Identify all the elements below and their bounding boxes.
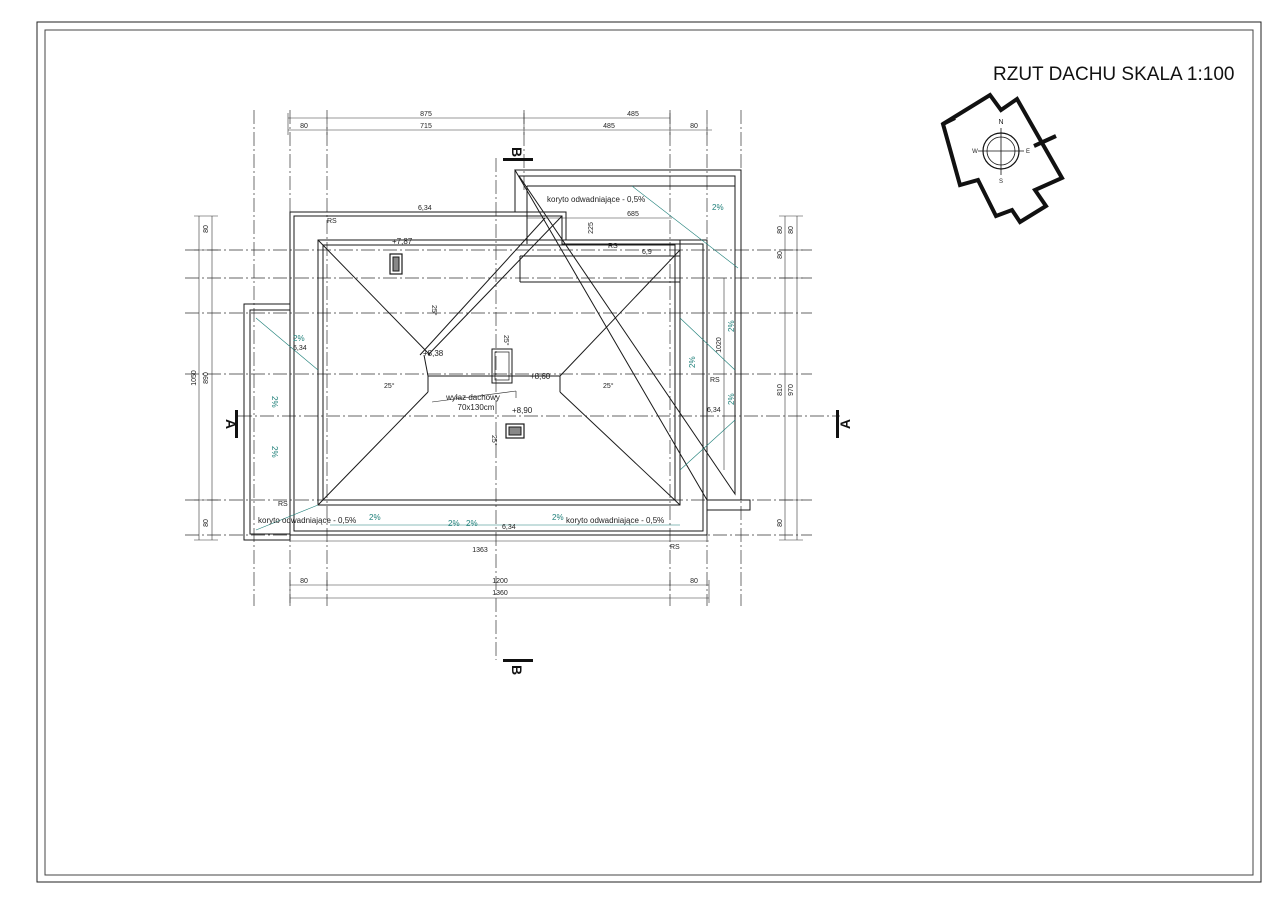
building-outline — [940, 92, 1065, 225]
slope-label-9: 2% — [727, 320, 736, 332]
dim-80-right-c: 80 — [777, 251, 784, 259]
level-634-bottom: 6,34 — [502, 524, 516, 531]
dim-890: 890 — [203, 372, 210, 384]
compass-s: S — [999, 179, 1003, 185]
rs-label-2: RS — [608, 243, 618, 250]
slope-label-2: 2% — [293, 334, 305, 343]
dim-80-left-bottom: 80 — [203, 519, 210, 527]
dim-810: 810 — [777, 384, 784, 396]
dimension-lines-left — [194, 215, 218, 541]
section-b-bottom-label: B — [509, 665, 525, 675]
outer-frame — [36, 21, 1262, 883]
hatch-size-label: 70x130cm — [458, 403, 495, 412]
section-a-left-label: A — [223, 419, 239, 429]
chimney-b — [505, 423, 525, 439]
section-marker-a-right: A — [836, 410, 853, 438]
koryto-label-bottom-left: koryto odwadniające - 0,5% — [258, 516, 356, 525]
dim-80-bottom-left: 80 — [300, 578, 308, 585]
roof-outlines — [243, 169, 751, 541]
slope-label-6: 2% — [448, 519, 460, 528]
dim-485: 485 — [603, 123, 615, 130]
outline-spur-left — [942, 116, 956, 126]
section-a-right-label: A — [837, 419, 853, 429]
compass-w: W — [972, 149, 978, 155]
dimension-lines-bottom — [289, 540, 710, 603]
pitch-right: 25° — [603, 382, 614, 390]
dim-80-left-top: 80 — [203, 225, 210, 233]
pitch-bottom: 25° — [490, 435, 498, 446]
level-634-right: 6,34 — [707, 407, 721, 414]
pitch-center: 25° — [502, 335, 510, 346]
dim-80-right-b: 80 — [788, 226, 795, 234]
slope-label-3: 2% — [270, 396, 279, 408]
level-860: +8,60 — [530, 372, 551, 381]
slope-label-11: 2% — [688, 356, 697, 368]
section-marker-a-left: A — [223, 410, 239, 438]
slope-label-7: 2% — [466, 519, 478, 528]
hatch-leader — [431, 390, 517, 403]
rs-label-5: RS — [670, 544, 680, 551]
slope-arrows — [255, 185, 739, 531]
koryto-label-bottom-right: koryto odwadniające - 0,5% — [566, 516, 664, 525]
dim-1363: 1363 — [472, 547, 488, 554]
pitch-top: 25° — [430, 305, 438, 316]
level-634-left: 6,34 — [293, 345, 307, 352]
dim-485-top: 485 — [627, 111, 639, 118]
axis-lines — [185, 110, 812, 606]
compass-n: N — [998, 119, 1003, 126]
dim-715: 715 — [420, 123, 432, 130]
dim-80-right-a: 80 — [777, 226, 784, 234]
level-787: +7,87 — [392, 237, 413, 246]
dim-225: 225 — [588, 222, 595, 234]
compass-e: E — [1026, 149, 1030, 155]
hatch-label: wyłaz dachowy — [445, 393, 500, 402]
section-marker-b-top: B — [503, 147, 533, 161]
slope-label-5: 2% — [369, 513, 381, 522]
koryto-label-top: koryto odwadniające - 0,5% — [547, 195, 645, 204]
level-890: +8,90 — [512, 406, 533, 415]
pitch-left: 25° — [384, 382, 395, 390]
section-marker-b-bottom: B — [503, 659, 533, 675]
dim-80-top-left: 80 — [300, 123, 308, 130]
roof-body — [317, 215, 681, 506]
inner-frame — [44, 29, 1254, 876]
rs-label-1: RS — [327, 218, 337, 225]
dimension-lines-right — [723, 215, 803, 541]
dim-80-top-right: 80 — [690, 123, 698, 130]
dim-1200: 1200 — [492, 578, 508, 585]
dim-1020: 1020 — [716, 337, 723, 353]
roof-hatch-inner — [494, 351, 510, 381]
level-838: +8,38 — [423, 349, 444, 358]
roof-hatch — [491, 348, 513, 384]
dim-875: 875 — [420, 111, 432, 118]
section-lines — [238, 158, 840, 660]
section-b-top-label: B — [509, 147, 525, 157]
rs-label-4: RS — [278, 501, 288, 508]
dim-1050: 1050 — [191, 370, 198, 386]
slope-label-1: 2% — [712, 203, 724, 212]
slope-label-4: 2% — [270, 446, 279, 458]
orientation-inset: N S E W — [940, 92, 1065, 225]
dimension-lines-top — [287, 113, 712, 219]
slope-label-10: 2% — [727, 393, 736, 405]
level-634-top: 6,34 — [418, 205, 432, 212]
dim-1360: 1360 — [492, 590, 508, 597]
rs-label-3: RS — [710, 377, 720, 384]
dim-970: 970 — [788, 384, 795, 396]
dim-685: 685 — [627, 211, 639, 218]
level-69: 6,9 — [642, 249, 652, 256]
dim-80-bottom-right: 80 — [690, 578, 698, 585]
chimney-a — [389, 253, 403, 275]
slope-label-8: 2% — [552, 513, 564, 522]
drawing-title: RZUT DACHU SKALA 1:100 — [993, 64, 1235, 85]
dim-80-right-d: 80 — [777, 519, 784, 527]
outline-spur-right — [1033, 134, 1057, 148]
